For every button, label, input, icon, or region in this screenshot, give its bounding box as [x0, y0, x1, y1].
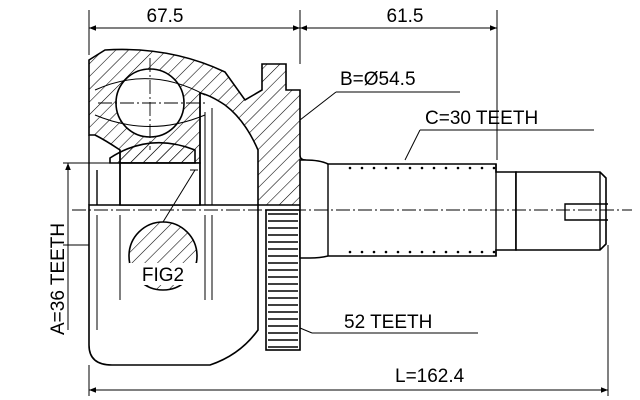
- spline-dot: [384, 250, 388, 254]
- spline-dot: [372, 166, 376, 170]
- spline-dot: [432, 166, 436, 170]
- spline-dot: [360, 250, 364, 254]
- abs-ring-label: 52 TEETH: [344, 312, 432, 333]
- spline-dot: [360, 166, 364, 170]
- spline-dot: [408, 166, 412, 170]
- spline-dot: [348, 166, 352, 170]
- dim-left-length-label: 67.5: [147, 6, 184, 27]
- dim-right-length-label: 61.5: [387, 6, 424, 27]
- inner-spline-label: A=36 TEETH: [48, 223, 69, 335]
- spline-dot: [348, 250, 352, 254]
- spline-dot: [468, 166, 472, 170]
- spline-dot: [420, 250, 424, 254]
- spline-dot: [372, 250, 376, 254]
- spline-dot: [492, 250, 496, 254]
- spline-dot: [432, 250, 436, 254]
- spline-dot: [480, 250, 484, 254]
- spline-dot: [444, 166, 448, 170]
- fig2-section: [128, 169, 199, 291]
- spline-dot: [384, 166, 388, 170]
- spline-dot: [468, 250, 472, 254]
- dimension-bottom: [88, 245, 609, 396]
- figure-ref-label: FIG2: [142, 265, 184, 286]
- leaders: [299, 91, 594, 334]
- spline-dot: [456, 166, 460, 170]
- shaft: [299, 159, 608, 259]
- spline-dot: [396, 166, 400, 170]
- spline-dot: [396, 250, 400, 254]
- spline-dot: [492, 166, 496, 170]
- spline-dot: [480, 166, 484, 170]
- total-length-label: L=162.4: [395, 366, 465, 387]
- ball-cage: [94, 58, 208, 164]
- spline-dot: [420, 166, 424, 170]
- dimension-top: [88, 10, 498, 160]
- spline-dot: [444, 250, 448, 254]
- spline-dot: [456, 250, 460, 254]
- spline-dot: [408, 250, 412, 254]
- outer-diameter-label: B=Ø54.5: [340, 69, 416, 90]
- shaft-spline-label: C=30 TEETH: [425, 108, 538, 129]
- abs-ring: [265, 209, 301, 351]
